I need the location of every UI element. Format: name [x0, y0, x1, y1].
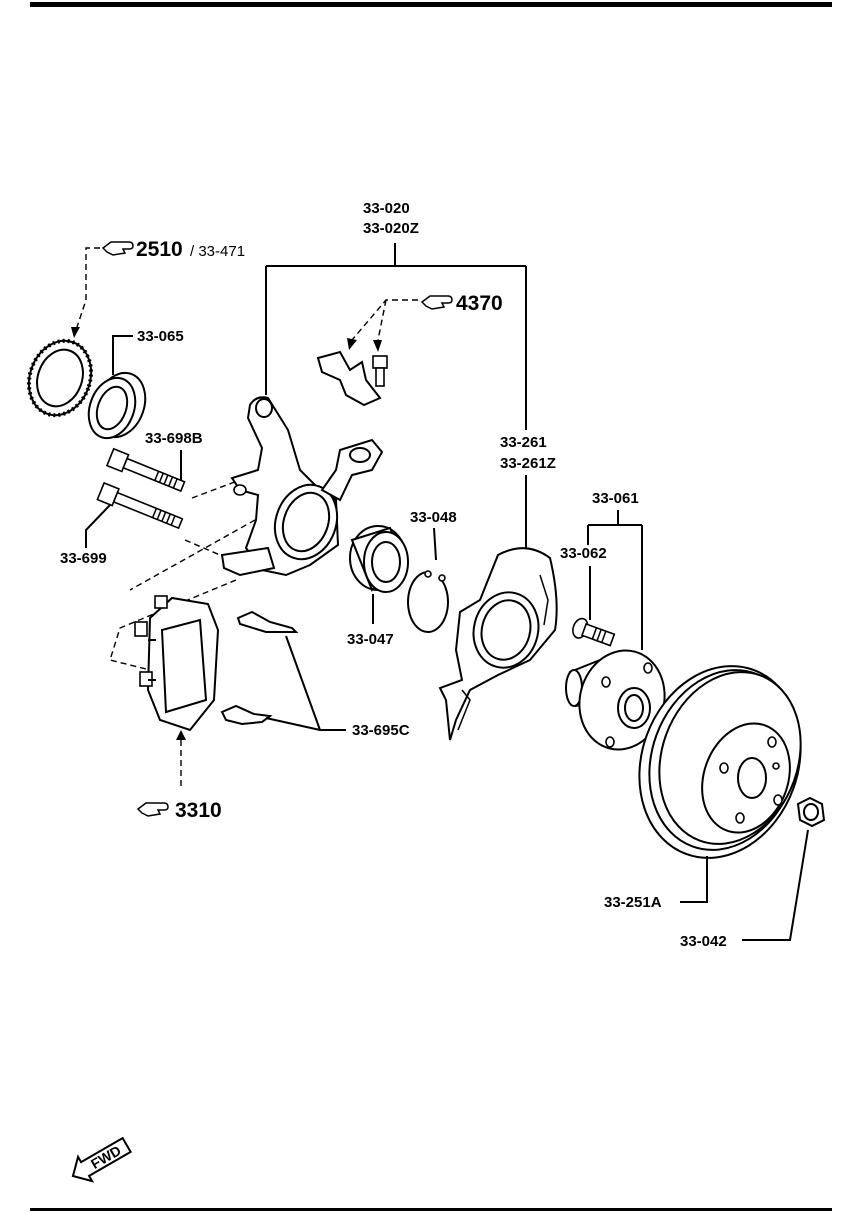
abs-ring [26, 338, 94, 418]
guide-bolt-b [191, 479, 241, 499]
bolt-b [105, 447, 186, 493]
pointing-hand-icon [136, 802, 169, 817]
bolt [96, 481, 184, 530]
label-dust-cover-b: 33-261Z [500, 455, 556, 472]
label-abs-ring-sub: / 33-471 [190, 243, 245, 260]
label-knuckle-b: 33-020Z [363, 220, 419, 237]
fwd-label: FWD [88, 1142, 124, 1172]
seal [87, 371, 147, 440]
knuckle-bracket-lines [265, 243, 527, 430]
leader-hub-nut [742, 829, 809, 941]
label-clips: 33-695C [352, 722, 410, 739]
label-hub-bolt: 33-062 [560, 545, 607, 562]
wheel-hub [565, 649, 666, 751]
abs-sensor [316, 350, 388, 407]
leader-hub-bolt [587, 525, 591, 620]
label-abs-ring-ref: 2510 [136, 238, 183, 261]
brake-disc [638, 665, 802, 859]
pointing-hand-icon [420, 295, 453, 310]
bottom-border [30, 1208, 832, 1211]
guide-caliper-upper [129, 519, 256, 591]
wheel-bearing [349, 525, 409, 593]
circlip [407, 570, 449, 633]
leader-abs-ring [75, 247, 100, 331]
label-seal: 33-065 [137, 328, 184, 345]
label-sensor-ref: 4370 [456, 292, 503, 315]
brake-caliper [134, 595, 220, 732]
leader-bolt [85, 504, 111, 548]
steering-knuckle [220, 396, 384, 577]
label-bolt: 33-699 [60, 550, 107, 567]
label-circlip: 33-048 [410, 509, 457, 526]
pointing-hand-icon [101, 241, 134, 256]
top-border [30, 2, 832, 7]
label-dust-cover-a: 33-261 [500, 434, 547, 451]
label-bearing: 33-047 [347, 631, 394, 648]
label-disc: 33-251A [604, 894, 662, 911]
forward-arrow-icon: FWD [71, 1136, 133, 1183]
leader-hub [588, 510, 643, 650]
label-hub-nut: 33-042 [680, 933, 727, 950]
guide-bolt [184, 539, 221, 556]
hub-bolt [572, 617, 616, 647]
hub-nut [796, 796, 826, 828]
pad-clip-lower [220, 704, 273, 726]
label-caliper-ref: 3310 [175, 799, 222, 822]
leader-sensor [351, 299, 418, 341]
dust-cover [438, 547, 558, 741]
leader-disc [680, 856, 708, 903]
label-hub: 33-061 [592, 490, 639, 507]
label-bolt-b: 33-698B [145, 430, 203, 447]
label-knuckle-a: 33-020 [363, 200, 410, 217]
leader-circlip [433, 527, 437, 561]
leader-clips [265, 635, 346, 731]
leader-seal [112, 335, 133, 375]
pad-clip-upper [236, 610, 299, 633]
